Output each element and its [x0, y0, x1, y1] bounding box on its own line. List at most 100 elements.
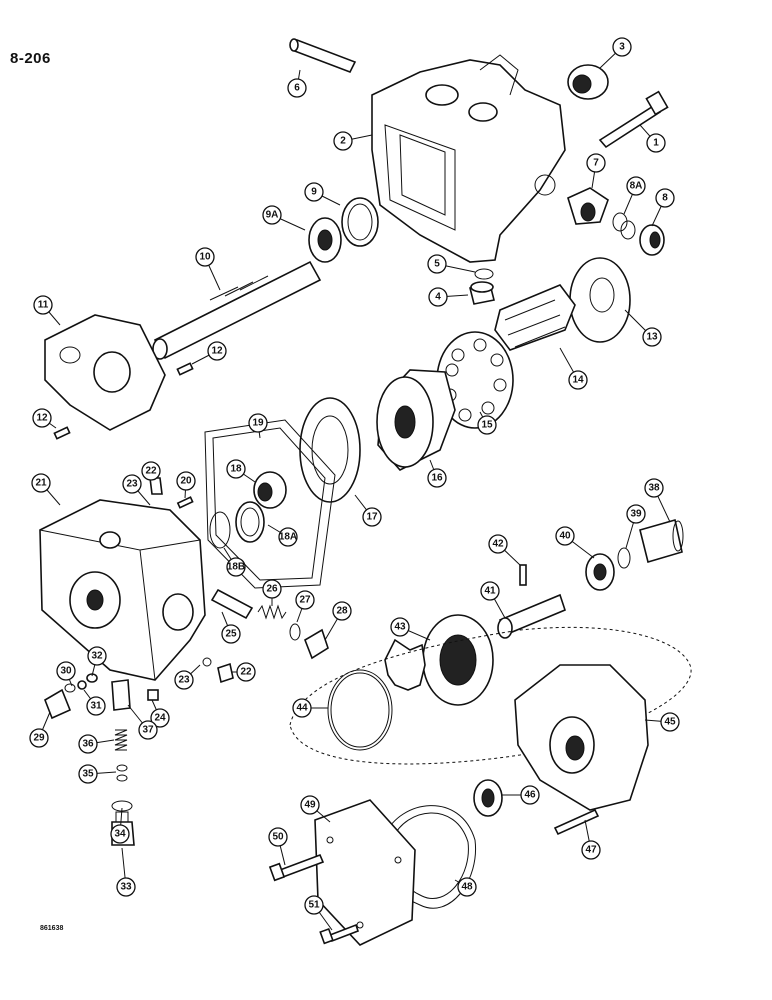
- callout-bubble: [586, 153, 606, 173]
- callout-bubble: [642, 327, 662, 347]
- callout-32: 32: [87, 646, 107, 677]
- cylinder-block-16: [376, 369, 456, 471]
- o-ring-23-lower: [202, 657, 212, 667]
- callout-33: 33: [116, 847, 136, 897]
- callout-7: 7: [586, 153, 606, 189]
- callout-label: 29: [33, 733, 45, 744]
- seal-8: [639, 224, 665, 256]
- callout-23: 23: [174, 664, 201, 690]
- plug-4: [469, 281, 495, 305]
- callout-36: 36: [78, 734, 115, 754]
- callout-bubble: [568, 370, 588, 390]
- callout-label: 5: [434, 259, 440, 270]
- callout-48: 48: [454, 877, 477, 897]
- spring-26: [257, 604, 287, 620]
- callout-bubble: [488, 534, 508, 554]
- callout-bubble: [141, 461, 161, 481]
- control-valve-body-21: [39, 499, 206, 681]
- callout-17: 17: [354, 494, 382, 527]
- callout-bubble: [333, 131, 353, 151]
- callout-37: 37: [127, 704, 158, 740]
- callout-bubble: [87, 646, 107, 666]
- callout-label: 15: [481, 420, 493, 431]
- o-ring-44: [327, 669, 393, 751]
- callout-6: 6: [287, 69, 307, 98]
- callout-10: 10: [195, 247, 221, 291]
- callout-bubble: [292, 698, 312, 718]
- spool-25: [210, 588, 254, 620]
- coupling-41: [497, 593, 566, 639]
- fitting-24: [147, 689, 159, 701]
- callout-bubble: [78, 734, 98, 754]
- screw-50: [268, 853, 325, 882]
- callout-label: 22: [145, 466, 157, 477]
- callout-38: 38: [644, 478, 671, 523]
- callout-44: 44: [292, 698, 328, 718]
- bushing-7: [567, 187, 609, 225]
- callout-14: 14: [559, 347, 588, 390]
- callout-bubble: [150, 708, 170, 728]
- callout-bubble: [581, 840, 601, 860]
- callout-label: 8: [662, 193, 668, 204]
- callout-bubble: [332, 601, 352, 621]
- callout-bubble: [262, 579, 282, 599]
- callout-bubble: [612, 37, 632, 57]
- callout-9a: 9A: [262, 205, 306, 231]
- callout-label: 27: [299, 595, 311, 606]
- callout-label: 14: [572, 375, 584, 386]
- relief-valve-37: [111, 679, 131, 711]
- callout-3: 3: [599, 37, 632, 69]
- ball-31: [77, 680, 87, 690]
- callout-16: 16: [427, 459, 447, 488]
- callout-43: 43: [390, 617, 431, 641]
- callout-24: 24: [150, 699, 170, 728]
- callout-label: 4: [435, 292, 441, 303]
- callout-label: 32: [91, 651, 103, 662]
- callout-label: 35: [82, 769, 94, 780]
- callout-label: 42: [492, 539, 504, 550]
- callout-bubble: [555, 526, 575, 546]
- callout-label: 18B: [227, 562, 245, 573]
- bearing-race-18a: [235, 501, 265, 543]
- callout-label: 23: [178, 675, 190, 686]
- callout-26: 26: [262, 579, 282, 606]
- callout-15: 15: [477, 411, 497, 435]
- callout-label: 37: [142, 725, 154, 736]
- callout-label: 38: [648, 483, 660, 494]
- callout-bubble: [278, 527, 298, 547]
- callout-47: 47: [581, 819, 601, 860]
- callout-bubble: [221, 624, 241, 644]
- callout-label: 23: [126, 479, 138, 490]
- callout-bubble: [655, 188, 675, 208]
- gasket-19: [204, 419, 336, 589]
- callout-bubble: [226, 459, 246, 479]
- callout-bubble: [660, 712, 680, 732]
- callout-bubble: [110, 824, 130, 844]
- callout-9: 9: [304, 182, 341, 206]
- callout-label: 28: [336, 606, 348, 617]
- callout-35: 35: [78, 764, 117, 784]
- callout-4: 4: [428, 287, 469, 307]
- callout-bubble: [138, 720, 158, 740]
- callout-34: 34: [110, 807, 130, 844]
- spring-36: [114, 729, 128, 751]
- bearing-cup-9: [341, 197, 379, 247]
- callout-label: 45: [664, 717, 676, 728]
- dowel-pin-20: [176, 496, 194, 509]
- bolt-1: [598, 90, 669, 149]
- callout-label: 2: [340, 136, 346, 147]
- callout-bubble: [33, 295, 53, 315]
- seal-ring-outline: [289, 626, 692, 765]
- callout-1: 1: [639, 124, 666, 153]
- callout-bubble: [262, 205, 282, 225]
- callout-label: 48: [461, 882, 473, 893]
- callout-label: 24: [154, 713, 166, 724]
- callout-label: 36: [82, 739, 94, 750]
- callout-label: 26: [266, 584, 278, 595]
- callout-bubble: [226, 557, 246, 577]
- callout-label: 9A: [266, 210, 279, 221]
- callout-label: 34: [114, 829, 126, 840]
- callout-2: 2: [333, 131, 373, 151]
- callout-18a: 18A: [267, 524, 298, 547]
- page-number: 8-206: [10, 50, 51, 67]
